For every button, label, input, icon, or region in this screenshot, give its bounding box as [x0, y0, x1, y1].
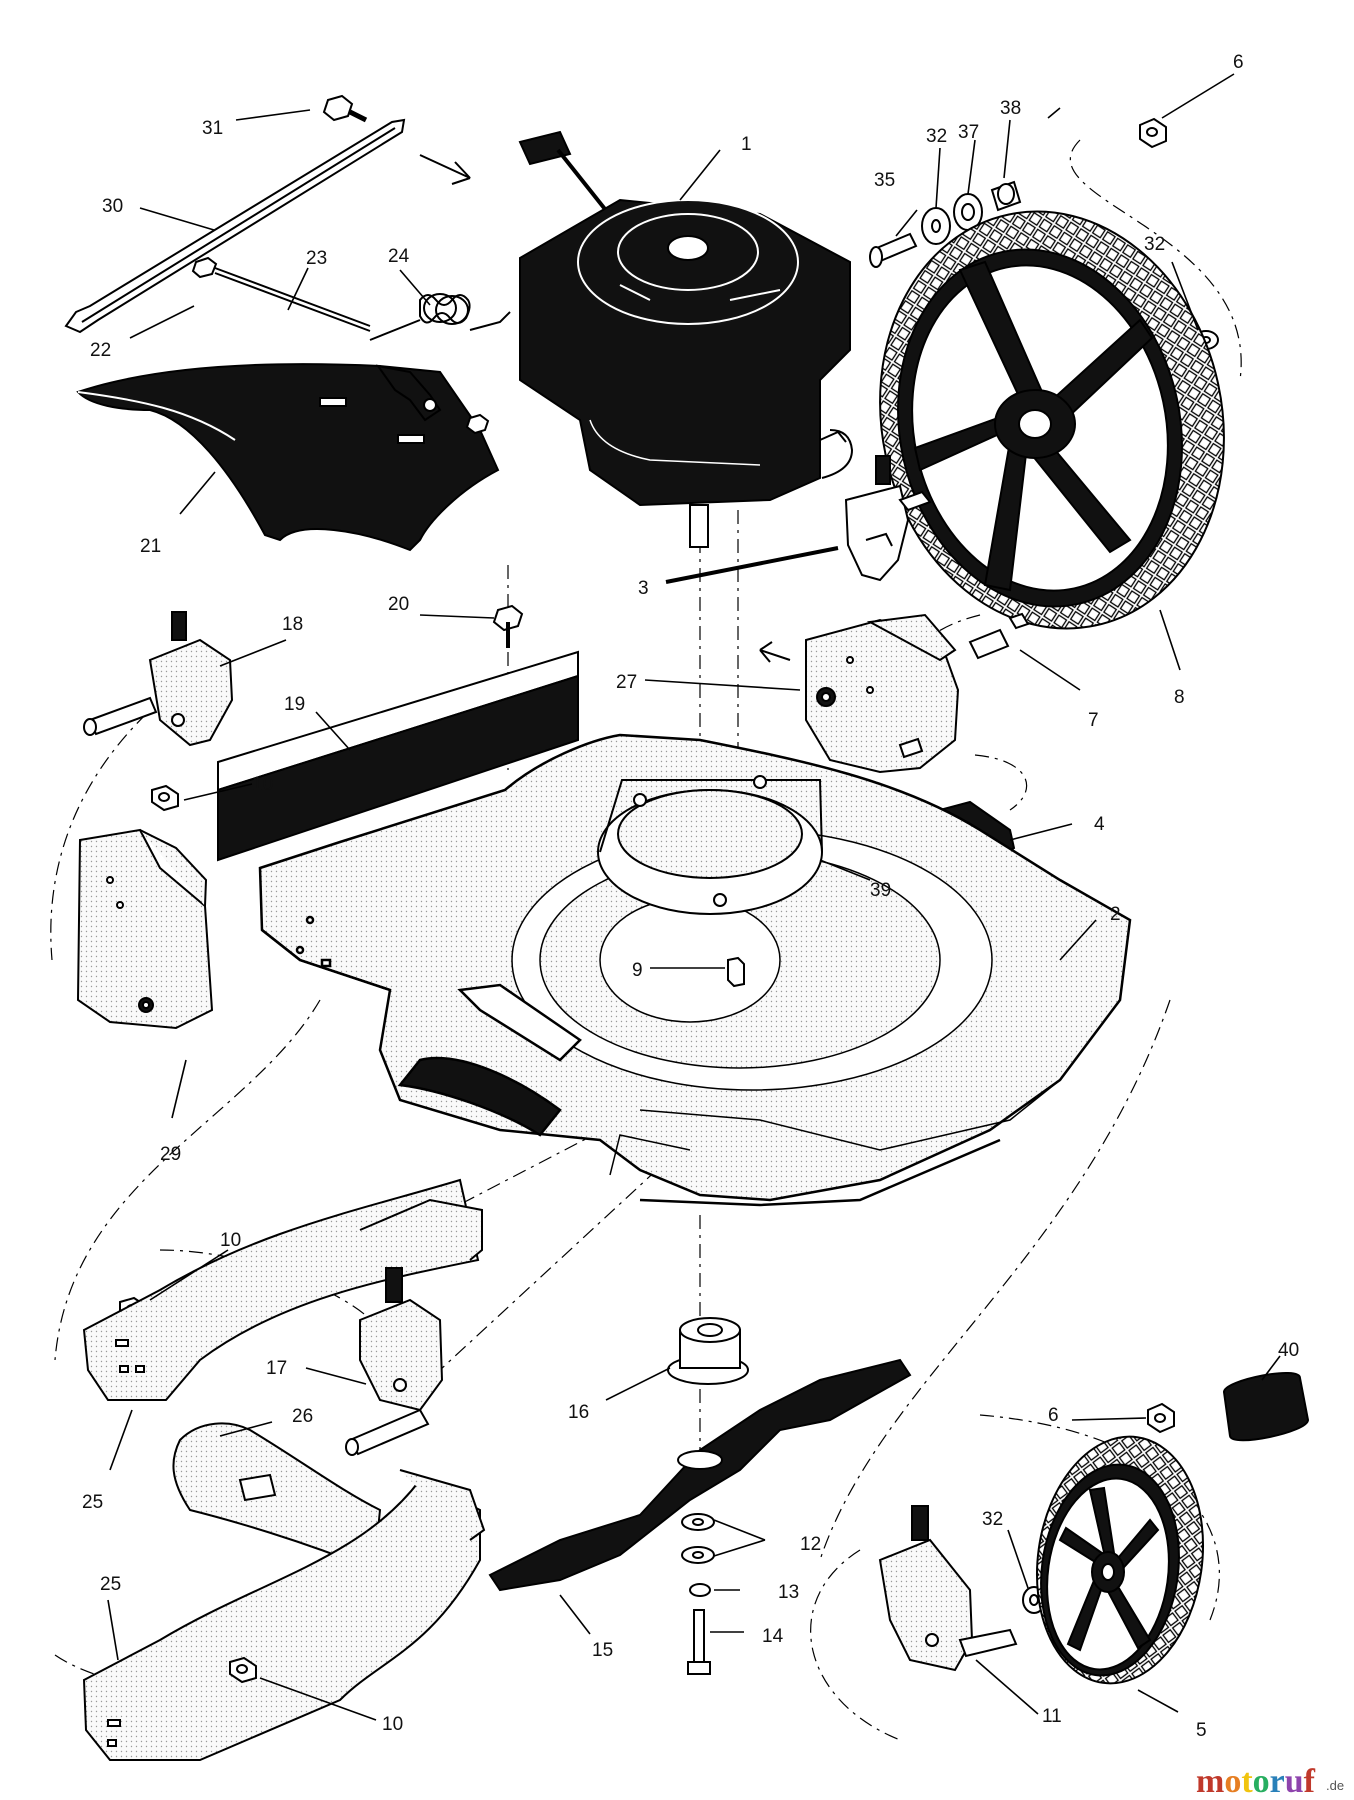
callout-35: 35: [874, 170, 895, 191]
callout-32-top: 32: [926, 126, 947, 147]
callout-9: 9: [632, 960, 643, 981]
nut-10-c: [229, 1656, 257, 1684]
callout-5: 5: [1196, 1720, 1207, 1741]
callout-12: 12: [800, 1534, 821, 1555]
callout-40: 40: [1278, 1340, 1299, 1361]
leader-lines: [107, 73, 1281, 1721]
callout-10-c: 10: [382, 1714, 403, 1735]
callout-39: 39: [870, 880, 891, 901]
blade-adapter-16: [667, 1317, 749, 1385]
callout-24: 24: [388, 246, 410, 267]
callout-32-bottom: 32: [982, 1509, 1003, 1530]
front-wheel-5: [1035, 1435, 1205, 1685]
engine-1: [518, 130, 854, 548]
height-adjuster-11: [878, 1505, 1046, 1672]
callout-15: 15: [592, 1640, 613, 1661]
callout-2: 2: [1110, 904, 1121, 925]
spring-24: [369, 293, 511, 341]
callout-23: 23: [306, 248, 327, 269]
side-plate-29: [76, 828, 214, 1030]
bolt-31: [322, 94, 368, 123]
callout-7: 7: [1088, 710, 1099, 731]
callout-4: 4: [1094, 814, 1105, 835]
svg-text:.de: .de: [1326, 1778, 1344, 1793]
callout-25-a: 25: [82, 1492, 103, 1513]
wheel-cap-40: [1222, 1371, 1310, 1442]
callout-19: 19: [284, 694, 305, 715]
callout-10-a: 10: [252, 774, 273, 795]
callout-6-top: 6: [1233, 52, 1244, 73]
engine-mount-39: [597, 775, 823, 915]
handle-bar-30: [64, 118, 406, 334]
callout-3: 3: [638, 578, 649, 599]
callout-18: 18: [282, 614, 303, 635]
callout-17: 17: [266, 1358, 287, 1379]
callout-8: 8: [1174, 687, 1185, 708]
screw-20: [492, 604, 524, 648]
callout-6-bottom: 6: [1048, 1405, 1059, 1426]
callout-20: 20: [388, 594, 409, 615]
bolt-9: [727, 956, 745, 988]
svg-text:motoruf: motoruf: [1196, 1763, 1316, 1800]
callout-30: 30: [102, 196, 123, 217]
callout-13: 13: [778, 1582, 799, 1603]
blade-bolt-14: [687, 1609, 711, 1675]
callout-31: 31: [202, 118, 223, 139]
blade-15: [488, 1358, 912, 1592]
callout-22: 22: [90, 340, 111, 361]
height-adjuster-18: [83, 611, 234, 747]
nut-6-bottom: [1147, 1402, 1175, 1434]
height-adjuster-3: [844, 455, 932, 582]
rear-flap-21: [76, 363, 500, 552]
callout-26: 26: [292, 1406, 313, 1427]
watermark-logo: motoruf .de: [1196, 1763, 1344, 1800]
callout-29: 29: [160, 1144, 181, 1165]
mulch-plug-25-a: [82, 1178, 483, 1401]
callout-21: 21: [140, 536, 161, 557]
callout-38: 38: [1000, 98, 1021, 119]
axle-parts: [869, 180, 1022, 268]
callout-labels: 1 2 3 4 5 6 6 7 8 9 10 10 10 11 12 13 14…: [82, 52, 1299, 1741]
callout-11: 11: [1042, 1706, 1062, 1727]
callout-37: 37: [958, 122, 979, 143]
callout-27: 27: [616, 672, 637, 693]
callout-1: 1: [741, 134, 752, 155]
hinge-rod-23: [191, 256, 371, 332]
mulch-plug-25-b: [82, 1469, 486, 1761]
height-adjuster-17: [345, 1267, 444, 1456]
wheel-bracket-27: [759, 612, 1030, 774]
callout-25-b: 25: [100, 1574, 121, 1595]
callout-10-b: 10: [220, 1230, 241, 1251]
rear-wheel-8: [879, 210, 1225, 630]
callout-14: 14: [762, 1626, 784, 1647]
washers-12-13: [681, 1513, 715, 1597]
baffle-19: [217, 650, 579, 862]
callout-32-right: 32: [1144, 234, 1165, 255]
nut-10-a: [151, 784, 179, 812]
callout-16: 16: [568, 1402, 589, 1423]
